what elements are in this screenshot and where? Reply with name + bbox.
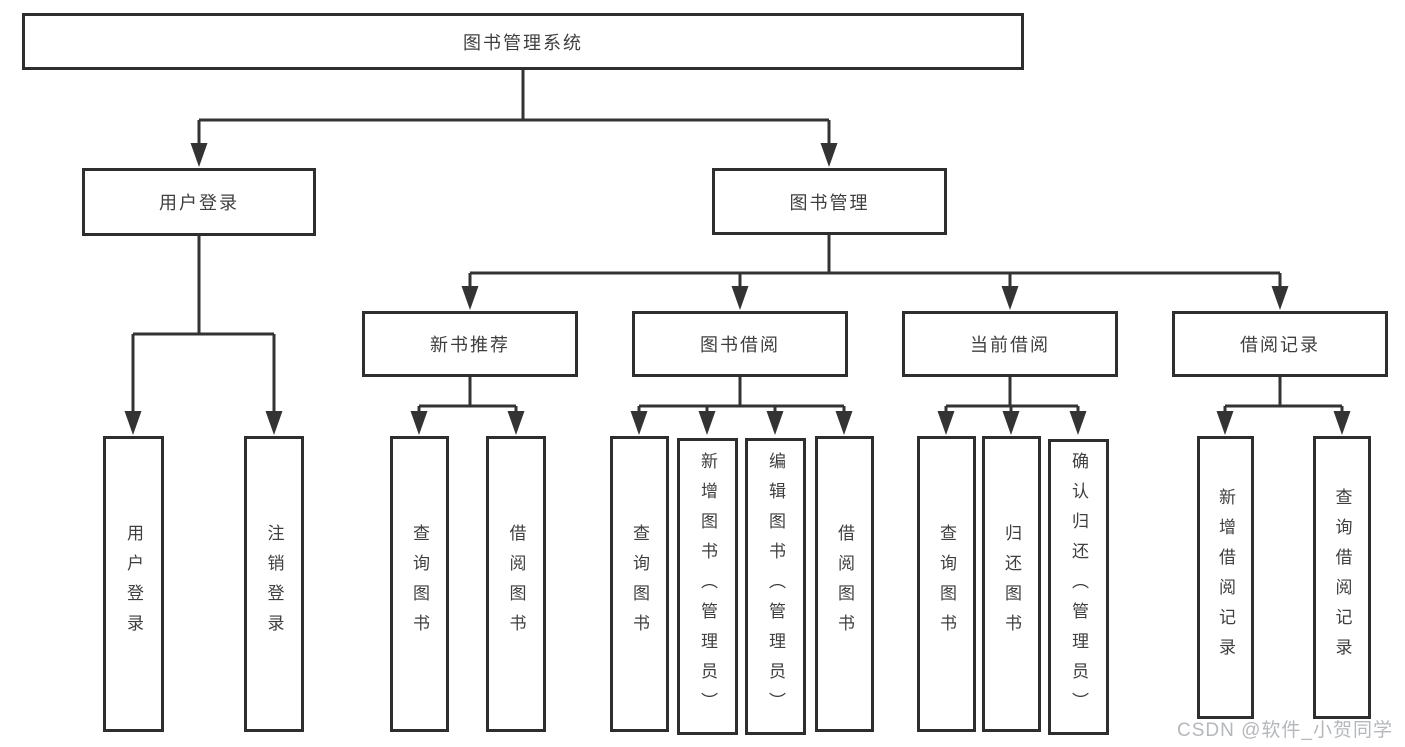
node-current-borrowing-label: 当前借阅 [970,335,1050,355]
connector-book-borrowing [630,377,853,435]
leaf-bb-query-books: 查询图书 [610,436,669,732]
leaf-nb-borrow-books: 借阅图书 [486,436,546,732]
leaf-cb-query-books-label: 查询图书 [937,524,956,644]
leaf-bb-edit-books-admin-label: 编辑图书（管理员） [766,451,785,722]
connector-root [190,69,838,167]
leaf-bb-query-books-label: 查询图书 [630,524,649,644]
leaf-bb-edit-books-admin: 编辑图书（管理员） [745,438,806,735]
leaf-cb-confirm-return-admin-label: 确认归还（管理员） [1069,452,1088,722]
leaf-logout: 注销登录 [244,436,304,732]
watermark: CSDN @软件_小贺同学 [1177,720,1393,741]
node-new-book-recommend: 新书推荐 [362,311,578,377]
node-book-management: 图书管理 [712,168,947,235]
node-user-login-label: 用户登录 [159,193,239,213]
leaf-br-add-record: 新增借阅记录 [1197,436,1254,719]
leaf-br-add-record-label: 新增借阅记录 [1216,487,1235,668]
connector-new-book-recommend [410,377,525,435]
leaf-br-query-record-label: 查询借阅记录 [1332,487,1352,668]
leaf-nb-query-books-label: 查询图书 [410,524,429,644]
connector-borrowing-records [1216,377,1351,435]
node-root: 图书管理系统 [22,13,1024,70]
leaf-cb-return-books-label: 归还图书 [1002,524,1021,644]
node-new-book-recommend-label: 新书推荐 [430,335,510,355]
node-user-login: 用户登录 [82,168,316,236]
node-current-borrowing: 当前借阅 [902,311,1118,377]
connector-user-login [124,236,283,435]
leaf-bb-borrow-books-label: 借阅图书 [835,524,854,644]
node-borrowing-records: 借阅记录 [1172,311,1388,377]
node-book-borrowing: 图书借阅 [632,311,848,377]
connector-current-borrowing [937,377,1087,435]
leaf-bb-add-books-admin: 新增图书（管理员） [677,438,738,735]
node-book-management-label: 图书管理 [789,192,870,213]
leaf-br-query-record: 查询借阅记录 [1313,436,1371,719]
leaf-cb-confirm-return-admin: 确认归还（管理员） [1048,439,1109,735]
leaf-bb-add-books-admin-label: 新增图书（管理员） [698,451,717,722]
connector-book-management [461,235,1289,310]
leaf-cb-query-books: 查询图书 [917,436,976,732]
leaf-nb-query-books: 查询图书 [390,436,449,732]
node-root-label: 图书管理系统 [463,32,583,53]
leaf-cb-return-books: 归还图书 [982,436,1041,732]
leaf-bb-borrow-books: 借阅图书 [815,436,874,732]
leaf-nb-borrow-books-label: 借阅图书 [506,524,526,644]
node-book-borrowing-label: 图书借阅 [700,335,780,355]
node-borrowing-records-label: 借阅记录 [1240,335,1320,355]
leaf-user-login-label: 用户登录 [124,524,143,644]
leaf-logout-label: 注销登录 [264,524,284,644]
leaf-user-login: 用户登录 [103,436,164,732]
